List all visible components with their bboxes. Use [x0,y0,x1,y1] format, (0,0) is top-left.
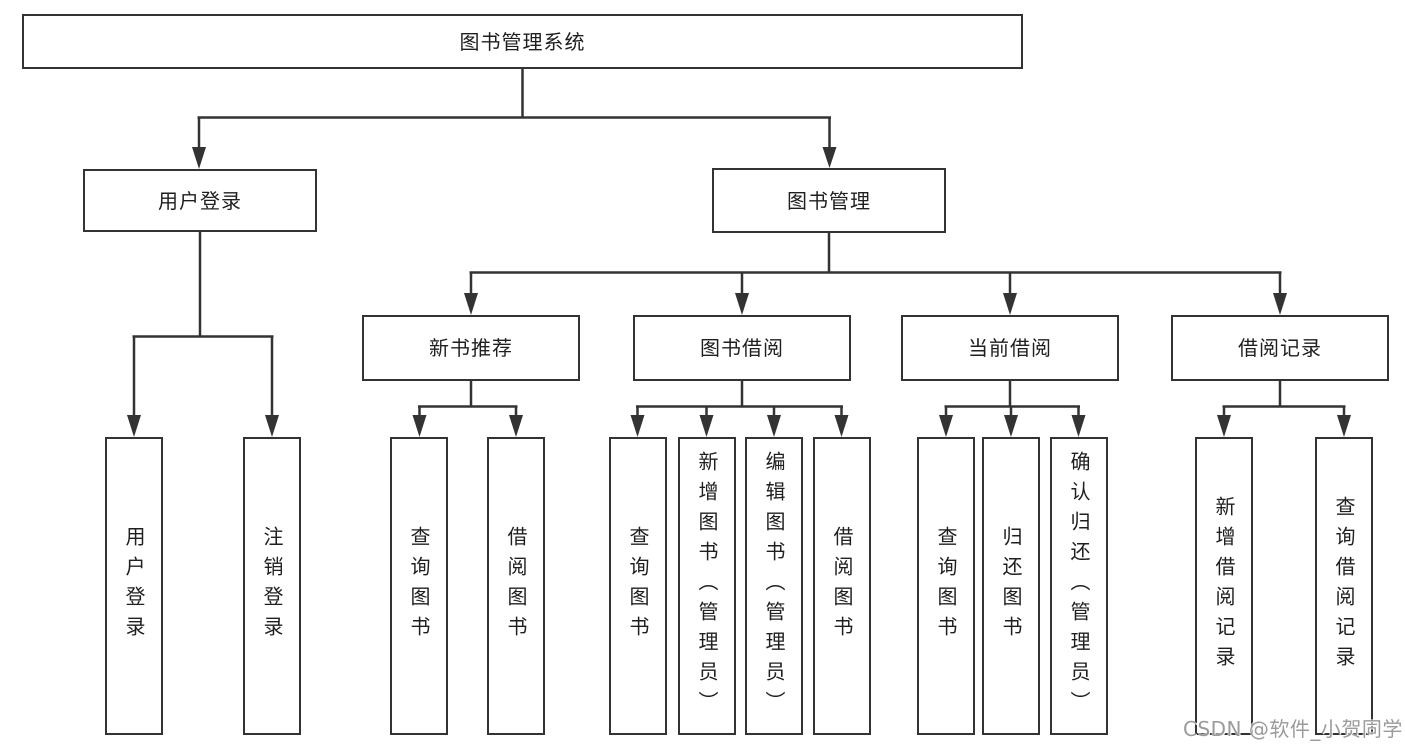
leaf-return-book: 归还图书 [982,437,1040,735]
node-book-management-label: 图书管理 [787,188,871,213]
node-current-borrow-label: 当前借阅 [968,336,1052,360]
leaf-query-book-current-label: 查询图书 [934,526,958,646]
leaf-query-book-borrow: 查询图书 [609,437,667,735]
leaf-add-book-admin: 新增图书（管理员） [678,437,736,735]
node-root-label: 图书管理系统 [459,29,586,54]
node-root: 图书管理系统 [22,14,1023,69]
leaf-edit-book-admin-label: 编辑图书（管理员） [762,451,786,721]
leaf-query-book-current: 查询图书 [917,437,975,735]
leaf-logout-login-label: 注销登录 [260,526,284,646]
leaf-return-book-label: 归还图书 [999,526,1023,646]
leaf-borrow-book-recommend-label: 借阅图书 [504,526,528,646]
leaf-query-book-recommend: 查询图书 [390,437,448,735]
node-current-borrow: 当前借阅 [901,315,1119,381]
leaf-query-borrow-record: 查询借阅记录 [1315,437,1373,735]
leaf-borrow-book: 借阅图书 [813,437,871,735]
node-book-management: 图书管理 [712,168,946,233]
leaf-user-login-label: 用户登录 [122,526,146,646]
node-user-login-label: 用户登录 [158,188,242,213]
leaf-edit-book-admin: 编辑图书（管理员） [745,437,803,735]
leaf-user-login: 用户登录 [105,437,163,735]
leaf-confirm-return-admin-label: 确认归还（管理员） [1067,451,1091,721]
leaf-add-borrow-record: 新增借阅记录 [1195,437,1253,735]
node-book-borrow-label: 图书借阅 [700,336,784,360]
leaf-query-book-recommend-label: 查询图书 [407,526,431,646]
node-user-login: 用户登录 [83,169,317,232]
node-book-borrow: 图书借阅 [633,315,851,381]
leaf-logout-login: 注销登录 [243,437,301,735]
leaf-add-book-admin-label: 新增图书（管理员） [695,451,719,721]
node-borrow-records-label: 借阅记录 [1238,336,1322,360]
node-borrow-records: 借阅记录 [1171,315,1389,381]
leaf-query-book-borrow-label: 查询图书 [626,526,650,646]
leaf-confirm-return-admin: 确认归还（管理员） [1050,437,1108,735]
leaf-query-borrow-record-label: 查询借阅记录 [1332,496,1356,676]
node-new-book-recommend: 新书推荐 [362,315,580,381]
csdn-watermark: CSDN @软件_小贺同学 [1183,717,1403,741]
leaf-borrow-book-recommend: 借阅图书 [487,437,545,735]
leaf-borrow-book-label: 借阅图书 [830,526,854,646]
node-new-book-recommend-label: 新书推荐 [429,336,513,360]
leaf-add-borrow-record-label: 新增借阅记录 [1212,496,1236,676]
